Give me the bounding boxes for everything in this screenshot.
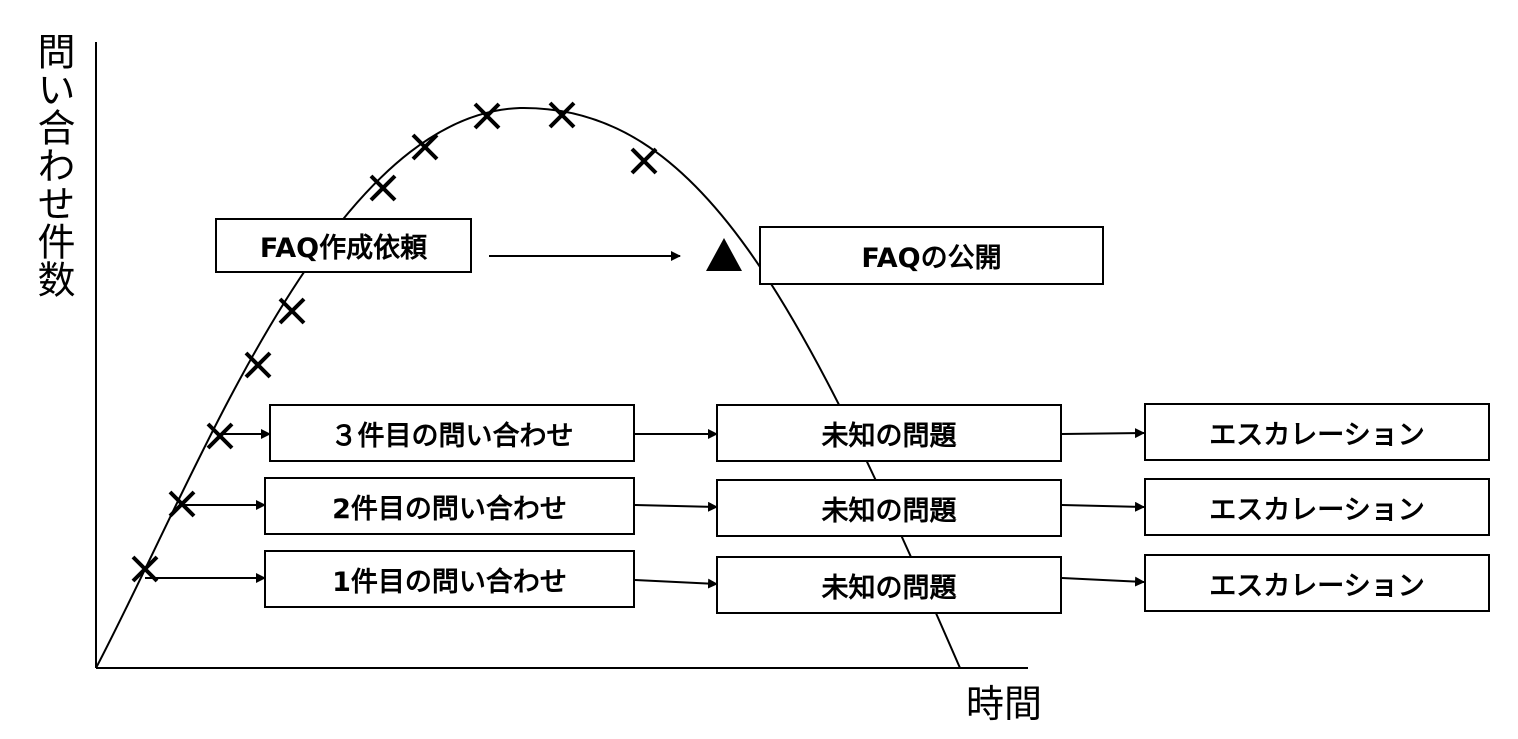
inquiry-marks [131,101,658,583]
inquiry-mark [369,174,397,202]
inquiry-mark [206,422,234,450]
row3-escalation-arrow [1061,428,1145,439]
inquiry-box-2: 2件目の問い合わせ [264,477,635,535]
row1-problem-arrow [634,578,718,589]
faq-request-box: FAQ作成依頼 [215,218,472,273]
inquiry-mark [411,133,439,161]
escalation-box-2: エスカレーション [1144,478,1490,536]
escalation-box-3: エスカレーション [1144,403,1490,461]
inquiry-mark [548,101,576,129]
inquiry-box-3: ３件目の問い合わせ [269,404,635,462]
escalation-box-1: エスカレーション [1144,554,1490,612]
faq-publish-marker [706,238,742,271]
inquiry-volume-curve [95,106,961,669]
unknown-problem-box-1: 未知の問題 [716,556,1062,614]
inquiry-mark [244,351,272,379]
row2-problem-arrow [634,501,718,512]
inquiry-label: ３件目の問い合わせ [330,420,574,452]
inquiry-label: 2件目の問い合わせ [332,493,567,525]
faq-publish-label: FAQの公開 [861,243,1002,274]
problem-label: 未知の問題 [821,572,957,604]
x-axis-label: 時間 [966,682,1043,726]
inquiry-mark [278,297,306,325]
escalation-label: エスカレーション [1209,570,1425,602]
inquiry-mark [473,102,501,130]
unknown-problem-box-3: 未知の問題 [716,404,1062,462]
faq-publish-box: FAQの公開 [759,226,1104,285]
y-axis-label: 問い合わせ件数 [31,32,75,298]
inquiry-box-1: 1件目の問い合わせ [264,550,635,608]
unknown-problem-box-2: 未知の問題 [716,479,1062,537]
inquiry-mark [630,147,658,175]
row1-escalation-arrow [1061,576,1145,587]
row2-escalation-arrow [1061,501,1145,512]
problem-label: 未知の問題 [821,420,957,452]
inquiry-label: 1件目の問い合わせ [332,566,567,598]
escalation-label: エスカレーション [1209,419,1425,451]
problem-label: 未知の問題 [821,495,957,527]
escalation-label: エスカレーション [1209,494,1425,526]
faq-request-label: FAQ作成依頼 [259,233,428,264]
